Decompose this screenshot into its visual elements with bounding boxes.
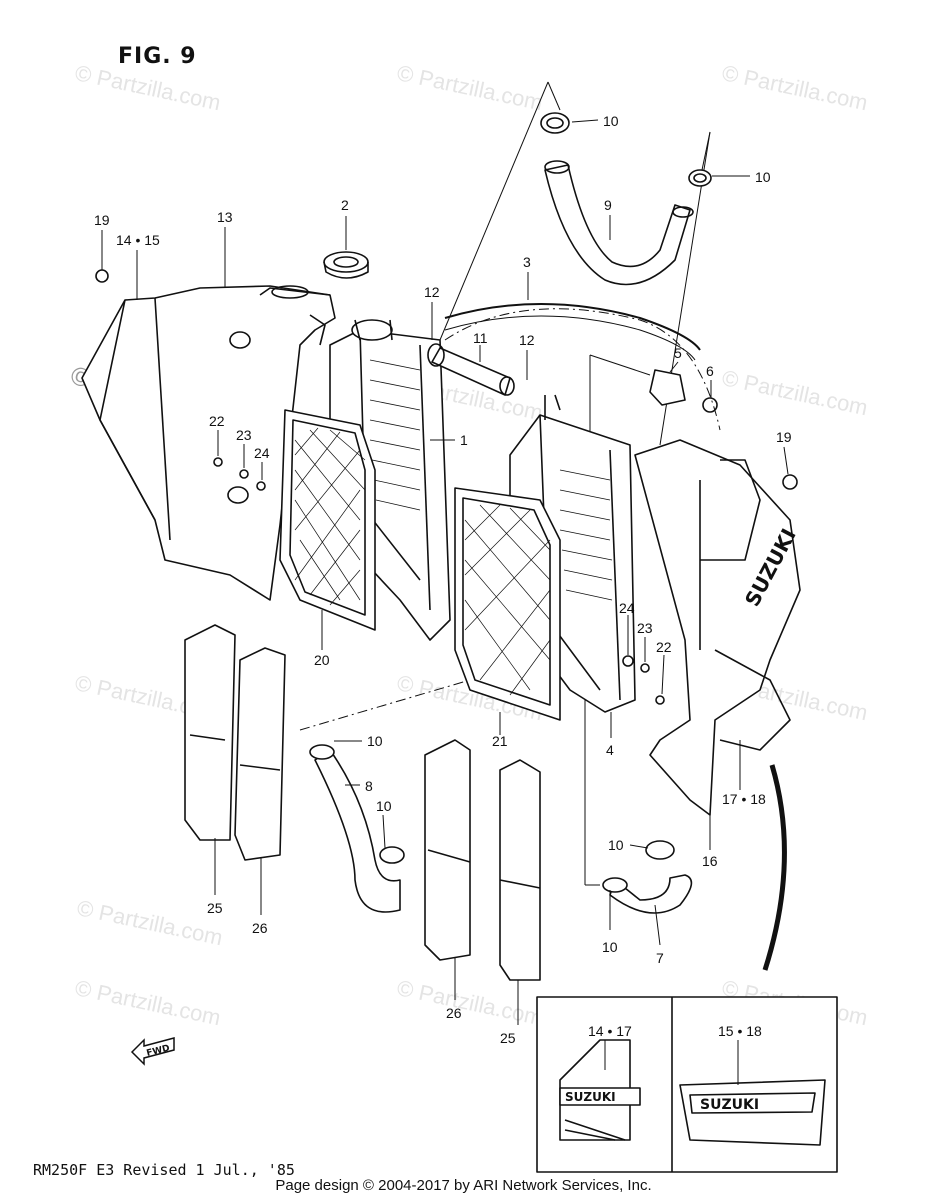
- copyright-footer: Page design © 2004-2017 by ARI Network S…: [275, 1177, 652, 1194]
- callout-22: 22: [656, 639, 672, 655]
- callout-12: 12: [519, 332, 535, 348]
- callout-7: 7: [656, 950, 664, 966]
- callout-10: 10: [376, 798, 392, 814]
- callout-26: 26: [446, 1005, 462, 1021]
- right-radiator-guard: [454, 487, 561, 721]
- callout-6: 6: [706, 363, 714, 379]
- callout-3: 3: [523, 254, 531, 270]
- callout-23: 23: [637, 620, 653, 636]
- emblem-label: SUZUKI: [700, 1097, 759, 1113]
- figure-title: FIG. 9: [118, 44, 197, 69]
- callout-14-17: 14 • 17: [588, 1023, 632, 1039]
- callout-11: 11: [473, 330, 488, 346]
- callout-10: 10: [602, 939, 618, 955]
- callout-14-15: 14 • 15: [116, 232, 160, 248]
- callout-12: 12: [424, 284, 440, 300]
- emblem-label: SUZUKI: [565, 1090, 616, 1104]
- callout-22: 22: [209, 413, 225, 429]
- callout-1: 1: [460, 432, 468, 448]
- callout-17-18: 17 • 18: [722, 791, 766, 807]
- callout-15-18: 15 • 18: [718, 1023, 762, 1039]
- side-cover: [234, 647, 286, 861]
- callout-25: 25: [500, 1030, 516, 1046]
- side-cover: [499, 759, 541, 981]
- callout-24: 24: [619, 600, 635, 616]
- callout-10: 10: [367, 733, 383, 749]
- left-radiator-guard: [279, 409, 376, 631]
- callout-10: 10: [603, 113, 619, 129]
- callout-24: 24: [254, 445, 270, 461]
- callout-13: 13: [217, 209, 233, 225]
- callout-23: 23: [236, 427, 252, 443]
- side-cover: [184, 624, 236, 841]
- callout-21: 21: [492, 733, 508, 749]
- callout-16: 16: [702, 853, 718, 869]
- callout-26: 26: [252, 920, 268, 936]
- callout-20: 20: [314, 652, 330, 668]
- callout-19: 19: [94, 212, 110, 228]
- callout-8: 8: [365, 778, 373, 794]
- right-shroud: [634, 439, 801, 816]
- left-shroud: [81, 285, 336, 601]
- callout-10: 10: [755, 169, 771, 185]
- callout-25: 25: [207, 900, 223, 916]
- side-cover: [424, 739, 471, 961]
- fwd-arrow-icon: FWD: [130, 1037, 175, 1066]
- callout-5: 5: [674, 345, 682, 361]
- callout-10: 10: [608, 837, 624, 853]
- callout-9: 9: [604, 197, 612, 213]
- callout-2: 2: [341, 197, 349, 213]
- revision-note: RM250F E3 Revised 1 Jul., '85: [33, 1161, 295, 1179]
- callout-19: 19: [776, 429, 792, 445]
- callout-4: 4: [606, 742, 614, 758]
